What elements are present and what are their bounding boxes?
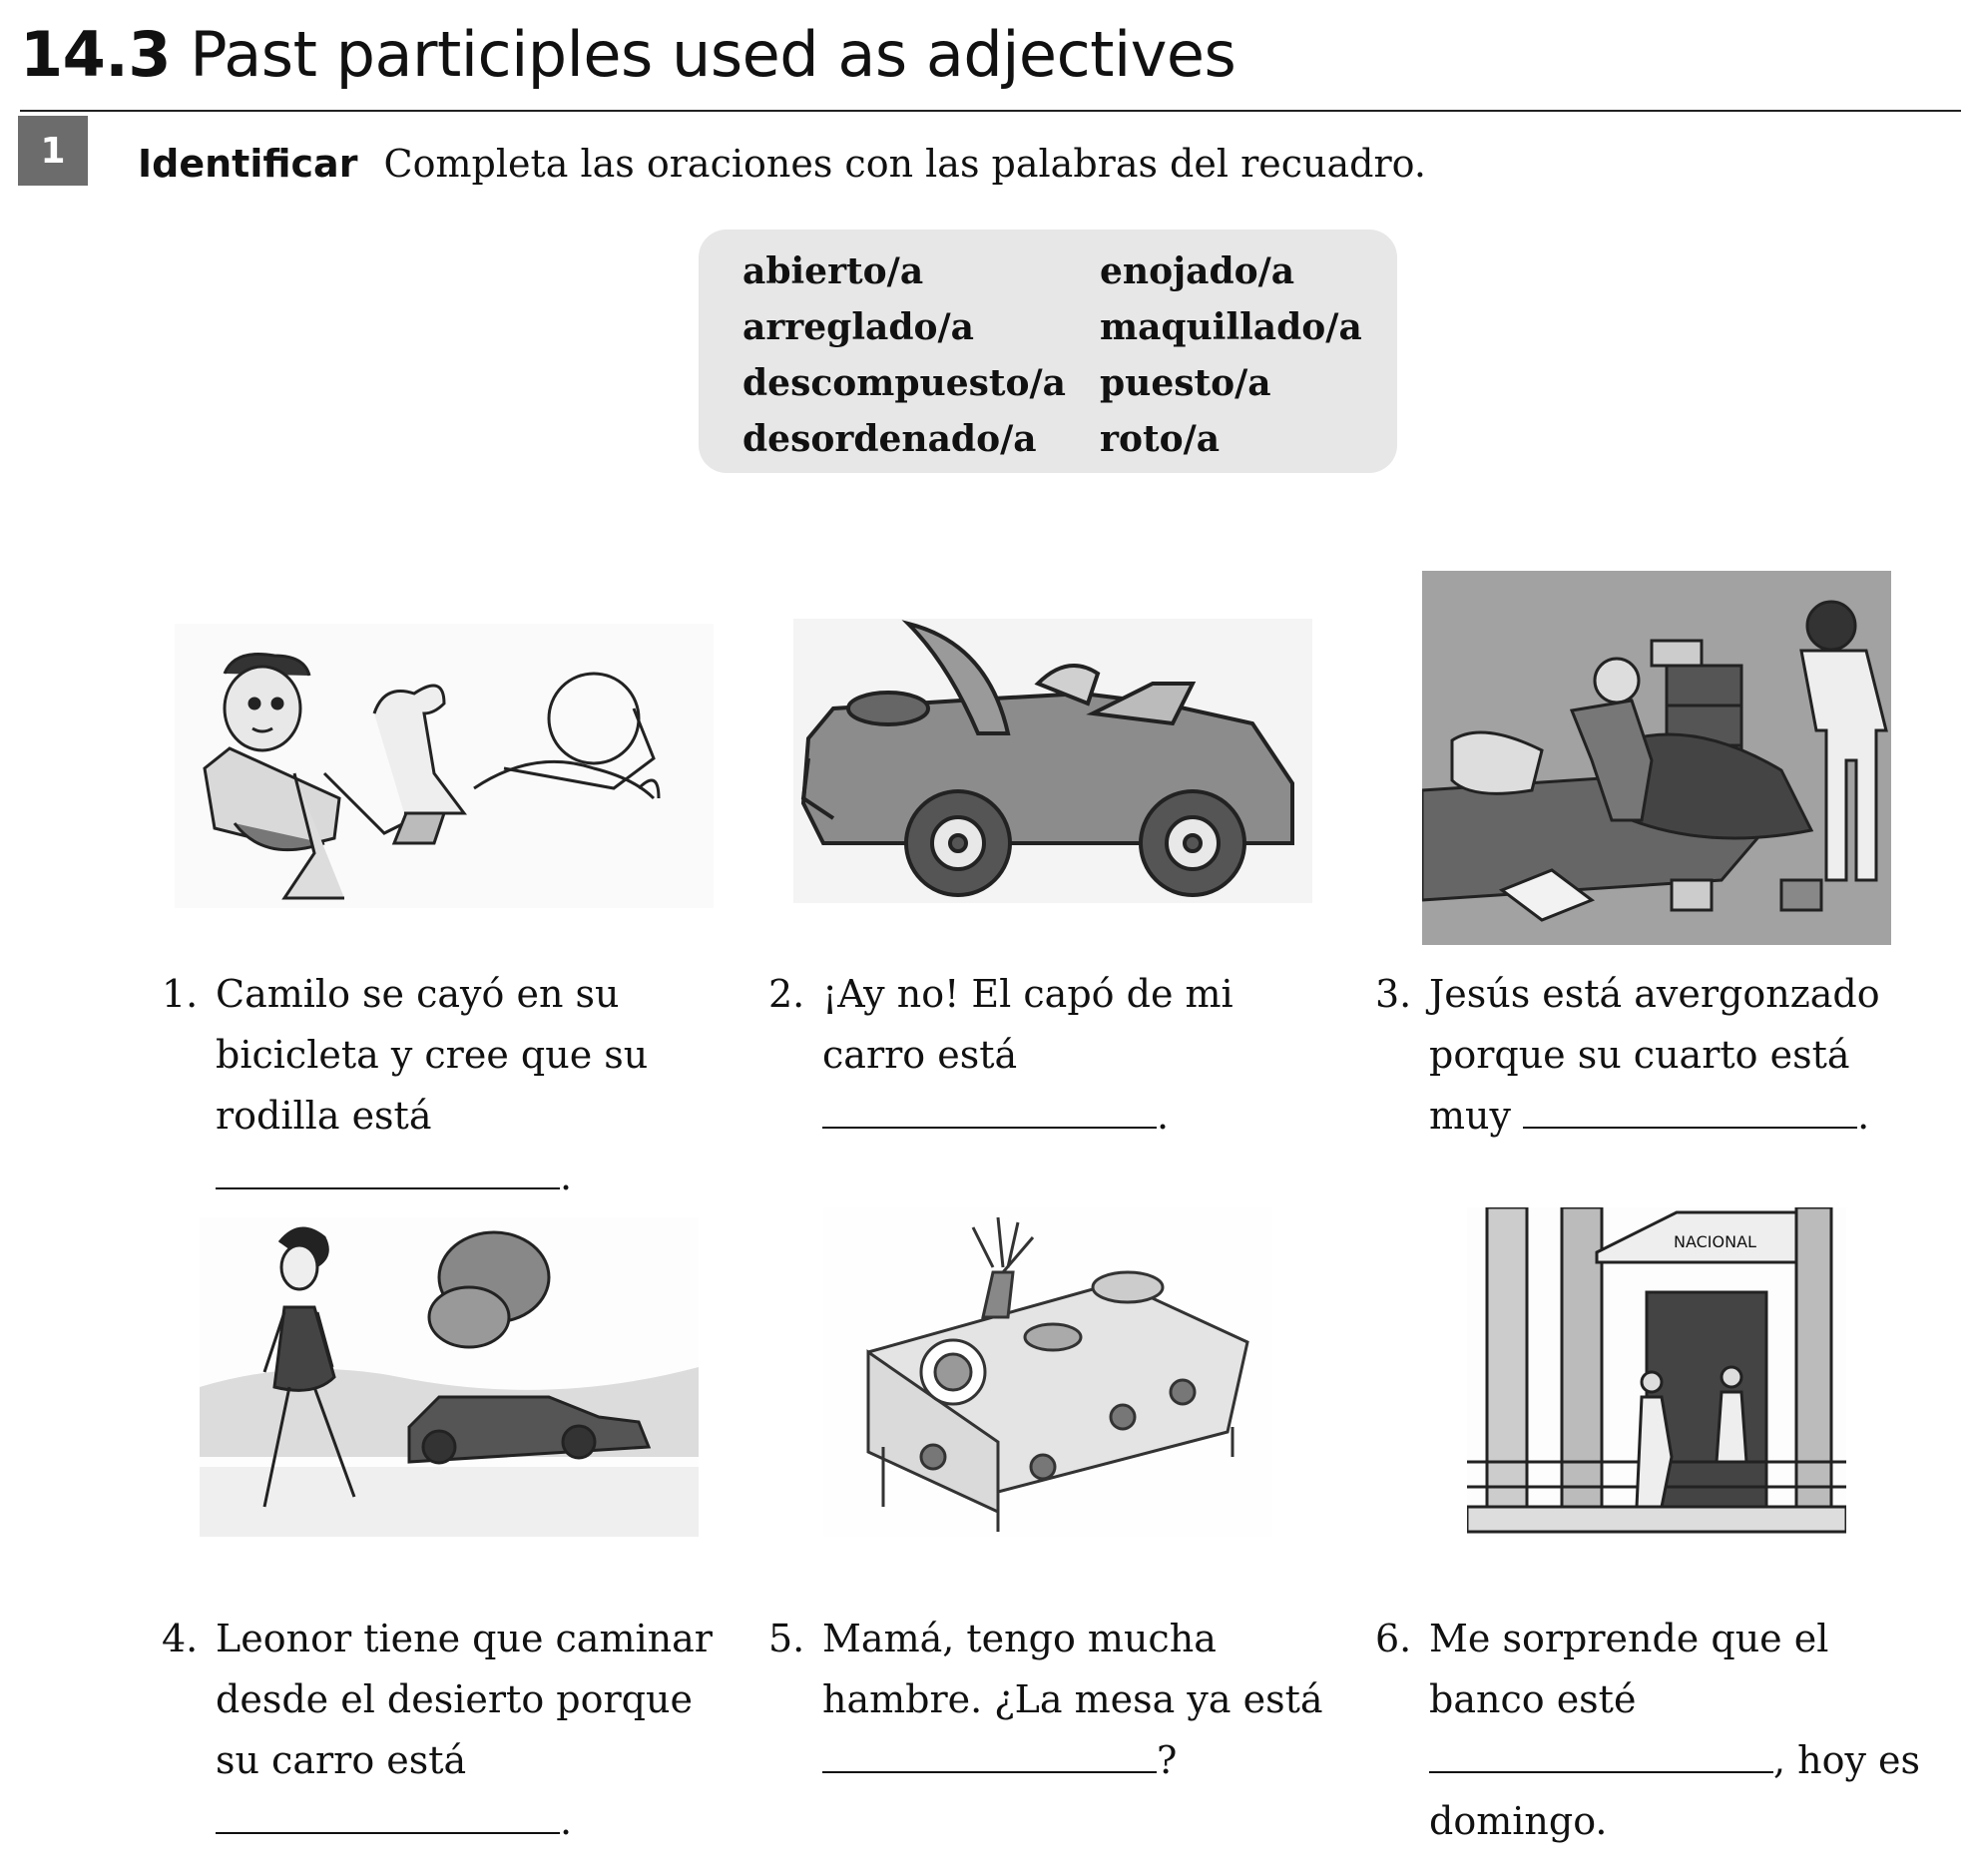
item-text: Camilo se cayó en su bicicleta y cree qu… <box>216 972 649 1138</box>
instruction-text: Completa las oraciones con las palabras … <box>383 142 1426 186</box>
word-bank-word: enojado/a <box>1100 250 1295 292</box>
item-text: Mamá, tengo mucha hambre. ¿La mesa ya es… <box>822 1617 1323 1721</box>
word-bank: abierto/a arreglado/a descompuesto/a des… <box>699 230 1397 473</box>
answer-blank[interactable] <box>822 1093 1157 1129</box>
word-bank-word: desordenado/a <box>742 418 1037 460</box>
item-text: Me sorprende que el banco esté <box>1429 1617 1829 1721</box>
item-text: Leonor tiene que caminar desde el desier… <box>216 1617 713 1782</box>
word-bank-word: puesto/a <box>1100 362 1271 404</box>
item-text-end: ? <box>1157 1738 1178 1782</box>
illustration-set-table <box>823 1207 1272 1537</box>
exercise-item-4: 4. Leonor tiene que caminar desde el des… <box>162 1609 721 1852</box>
item-text: ¡Ay no! El capó de mi carro está <box>822 972 1233 1077</box>
item-number: 5. <box>768 1617 805 1660</box>
answer-blank[interactable] <box>216 1798 560 1834</box>
word-bank-word: maquillado/a <box>1100 306 1362 348</box>
illustration-bank: NACIONAL <box>1467 1207 1846 1537</box>
bank-sign: NACIONAL <box>1674 1232 1756 1251</box>
item-text-end: . <box>560 1799 573 1843</box>
answer-blank[interactable] <box>216 1154 560 1189</box>
activity-number-badge: 1 <box>18 116 88 186</box>
word-bank-word: arreglado/a <box>742 306 974 348</box>
page-header: 14.3 Past participles used as adjectives <box>0 0 1972 120</box>
item-text-end: . <box>1157 1094 1170 1138</box>
item-text-end: . <box>560 1155 573 1198</box>
item-number: 3. <box>1375 972 1412 1016</box>
illustration-woman-broken-car <box>200 1217 699 1537</box>
exercise-item-5: 5. Mamá, tengo mucha hambre. ¿La mesa ya… <box>768 1609 1327 1791</box>
item-number: 4. <box>162 1617 199 1660</box>
exercise-item-1: 1. Camilo se cayó en su bicicleta y cree… <box>162 964 740 1207</box>
section-number: 14.3 <box>20 18 171 91</box>
word-bank-word: abierto/a <box>742 250 924 292</box>
item-number: 2. <box>768 972 805 1016</box>
item-number: 6. <box>1375 1617 1412 1660</box>
header-rule <box>20 110 1961 112</box>
illustration-boy-bicycle <box>175 624 714 908</box>
illustration-messy-room <box>1422 571 1891 945</box>
section-title-text: Past participles used as adjectives <box>190 18 1236 91</box>
exercise-item-2: 2. ¡Ay no! El capó de mi carro está . <box>768 964 1327 1147</box>
activity-instruction: Identificar Completa las oraciones con l… <box>138 142 1426 186</box>
exercise-item-3: 3. Jesús está avergonzado porque su cuar… <box>1375 964 1934 1147</box>
illustration-car-hood-open <box>793 619 1312 903</box>
item-number: 1. <box>162 972 199 1016</box>
word-bank-word: descompuesto/a <box>742 362 1066 404</box>
item-text-end: . <box>1857 1094 1870 1138</box>
item-text-end: , hoy es domingo. <box>1429 1738 1921 1843</box>
answer-blank[interactable] <box>1523 1093 1858 1129</box>
word-bank-word: roto/a <box>1100 418 1221 460</box>
word-bank-right-column: enojado/a maquillado/a puesto/a roto/a <box>1100 243 1362 467</box>
answer-blank[interactable] <box>1429 1737 1773 1773</box>
exercise-item-6: 6. Me sorprende que el banco esté , hoy … <box>1375 1609 1944 1852</box>
word-bank-left-column: abierto/a arreglado/a descompuesto/a des… <box>742 243 1066 467</box>
activity-label: Identificar <box>138 142 358 186</box>
section-title: 14.3 Past participles used as adjectives <box>20 18 1236 91</box>
item-text: Jesús está avergonzado porque su cuarto … <box>1429 972 1880 1138</box>
answer-blank[interactable] <box>822 1737 1157 1773</box>
